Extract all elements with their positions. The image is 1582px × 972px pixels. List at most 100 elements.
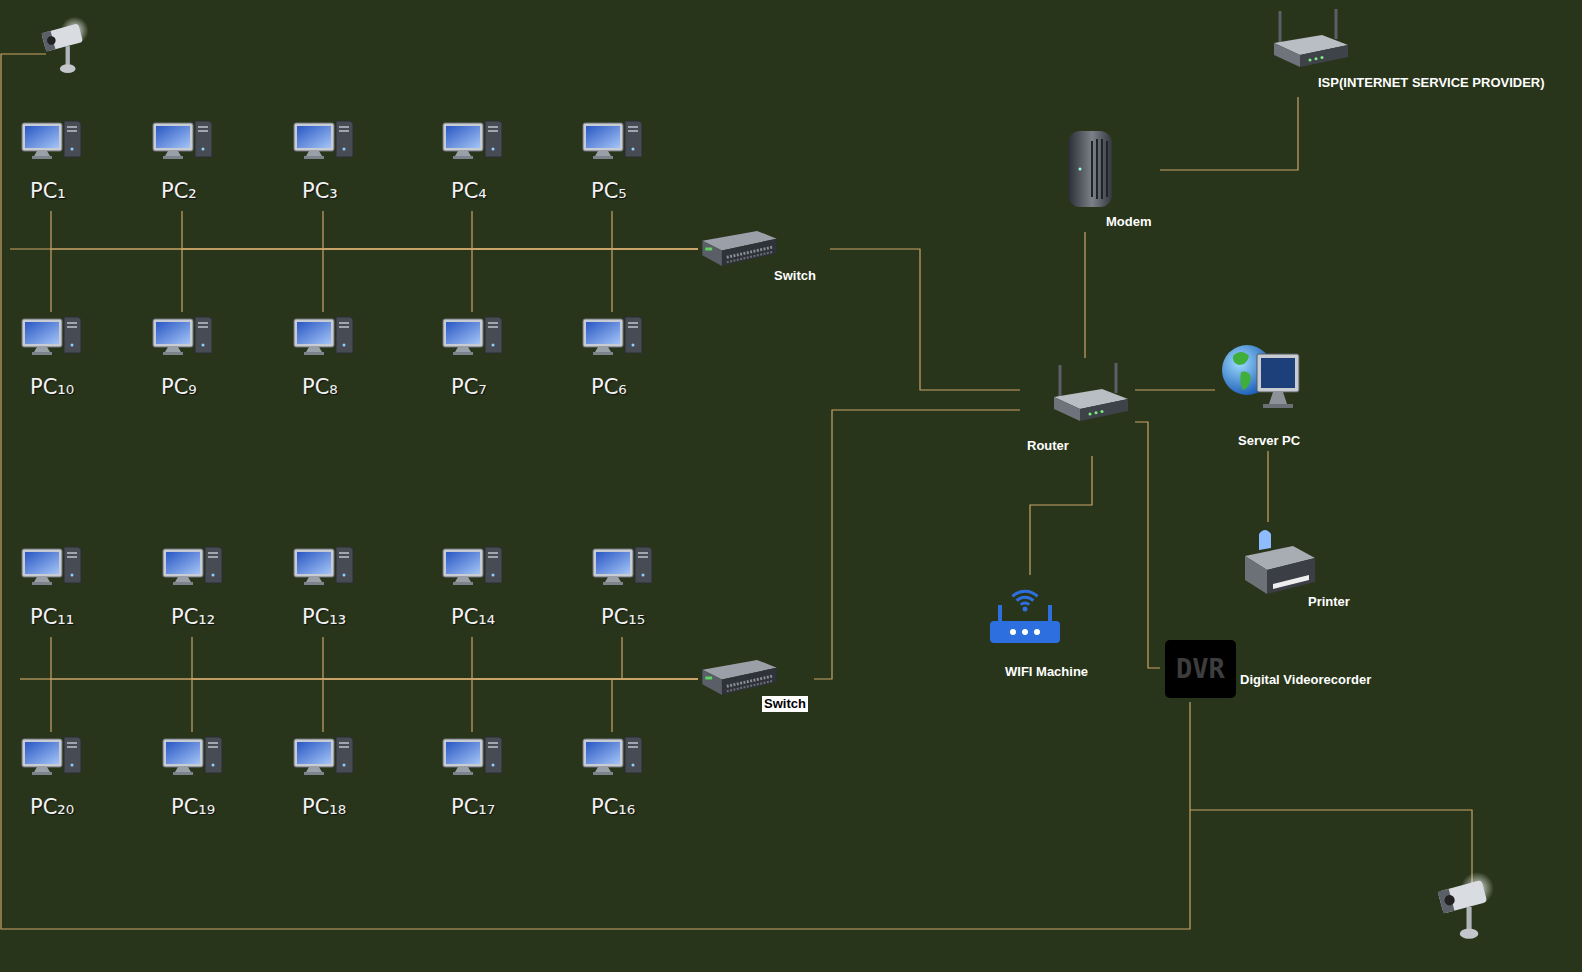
network-cable [1084,232,1085,358]
pc-label: PC₄ [451,178,487,204]
network-cable [182,249,698,312]
network-cable [323,211,698,249]
pc-icon [441,315,503,357]
modem-node: Modem [1055,125,1160,232]
pc-label: PC₈ [302,374,338,400]
dvr-node: DVRDigital Videorecorder [1160,636,1392,702]
pc-node: PC₆ [576,312,658,407]
pc-icon [292,735,354,777]
network-cable [182,211,698,249]
pc-icon [20,735,82,777]
network-cable [830,249,1020,390]
network-cable [192,679,698,732]
router-icon [1270,8,1350,76]
switch-icon [700,656,779,699]
pc-icon [591,545,653,587]
pc-label: PC₁₃ [302,604,346,630]
network-cable [323,249,698,312]
pc-node: PC₁₅ [586,542,668,637]
pc-label: PC₆ [591,374,627,400]
router-node: Router [1020,358,1135,456]
pc-icon [20,119,82,161]
network-cable [472,637,698,679]
pc-icon [161,545,223,587]
pc-label: PC₁₂ [171,604,215,630]
pc-node: PC₁ [15,116,97,211]
network-cable [1267,451,1268,522]
pc-icon [161,735,223,777]
pc-node: PC₇ [436,312,518,407]
device-label: Modem [1106,214,1152,230]
pc-node: PC₁₀ [15,312,97,407]
network-cable [472,679,698,732]
device-label: Printer [1308,594,1350,610]
network-cable [612,679,698,732]
pc-label: PC₇ [451,374,487,400]
network-cable [1135,389,1215,390]
device-label: Router [1027,438,1069,454]
device-label: WIFI Machine [1005,664,1088,680]
pc-label: PC₉ [161,374,197,400]
wifi-icon [988,583,1062,646]
device-label: Digital Videorecorder [1240,672,1371,688]
network-cable [1160,97,1298,170]
device-label: Switch [762,696,808,712]
network-cable [323,679,698,732]
network-cable [51,249,698,312]
network-cable [51,211,698,249]
pc-node: PC₉ [146,312,228,407]
pc-label: PC₃ [302,178,338,204]
pc-icon [20,315,82,357]
pc-icon [151,315,213,357]
pc-node: PC₁₃ [287,542,369,637]
pc-node: PC₁₁ [15,542,97,637]
pc-label: PC₁₄ [451,604,495,630]
network-cable [51,637,698,679]
pc-icon [20,545,82,587]
isp-node: ISP(INTERNET SERVICE PROVIDER) [1265,5,1570,97]
pc-label: PC₁₈ [302,794,346,820]
wifi-node: WIFI Machine [985,575,1105,683]
pc-label: PC₁₇ [451,794,495,820]
network-cable [323,637,698,679]
pc-icon [581,315,643,357]
pc-label: PC₂₀ [30,794,74,820]
printer-icon [1239,528,1319,602]
pc-icon [292,119,354,161]
pc-label: PC₁₉ [171,794,215,820]
server-node: Server PC [1215,335,1311,451]
network-cable [192,637,698,679]
modem-icon [1062,129,1118,209]
pc-label: PC₂ [161,178,197,204]
pc-node: PC₁₂ [156,542,238,637]
network-cable [472,249,698,312]
network-cable [1030,456,1092,575]
server-icon [1221,340,1301,416]
pc-icon [441,119,503,161]
pc-icon [441,545,503,587]
pc-node: PC₁₆ [576,732,658,827]
pc-icon [581,119,643,161]
pc-node: PC₂₀ [15,732,97,827]
pc-node: PC₁₉ [156,732,238,827]
pc-label: PC₁₆ [591,794,635,820]
network-cable [814,410,1020,679]
pc-node: PC₃ [287,116,369,211]
pc-node: PC₂ [146,116,228,211]
pc-icon [292,545,354,587]
pc-icon [581,735,643,777]
camera-icon [41,17,88,73]
pc-icon [292,315,354,357]
network-cable [51,679,698,732]
switch-node: Switch [698,224,830,286]
router-icon [1050,363,1130,429]
device-label: Switch [774,268,816,284]
pc-label: PC₁₅ [601,604,645,630]
printer-node: Printer [1235,522,1355,614]
pc-node: PC₈ [287,312,369,407]
dvr-badge: DVR [1165,640,1236,698]
camera-icon [1438,872,1494,939]
